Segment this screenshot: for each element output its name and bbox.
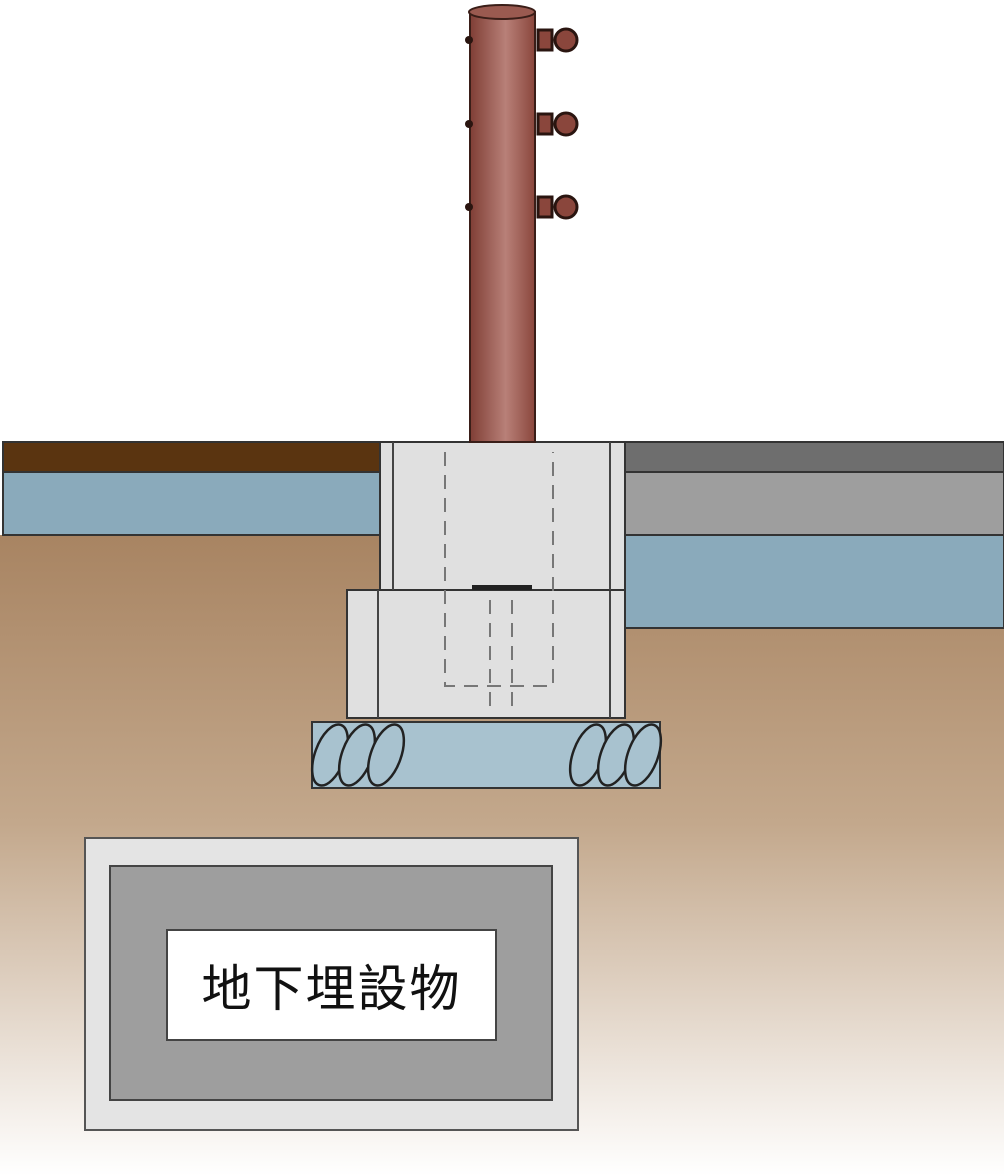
gravel-base xyxy=(310,721,663,789)
pole-socket-hidden-lines xyxy=(444,452,554,708)
asphalt-surface xyxy=(624,441,1004,473)
step-bracket-icon xyxy=(536,27,579,220)
pole xyxy=(465,4,579,443)
topsoil-layer xyxy=(2,441,381,473)
buried-object-box xyxy=(84,837,579,1131)
upper-foundation-block xyxy=(379,441,626,591)
lower-foundation-block xyxy=(346,589,626,719)
base-layer-right xyxy=(624,534,1004,629)
base-layer-left xyxy=(2,471,381,536)
asphalt-base xyxy=(624,471,1004,536)
buried-object-label: 地下埋設物 xyxy=(201,960,462,1018)
